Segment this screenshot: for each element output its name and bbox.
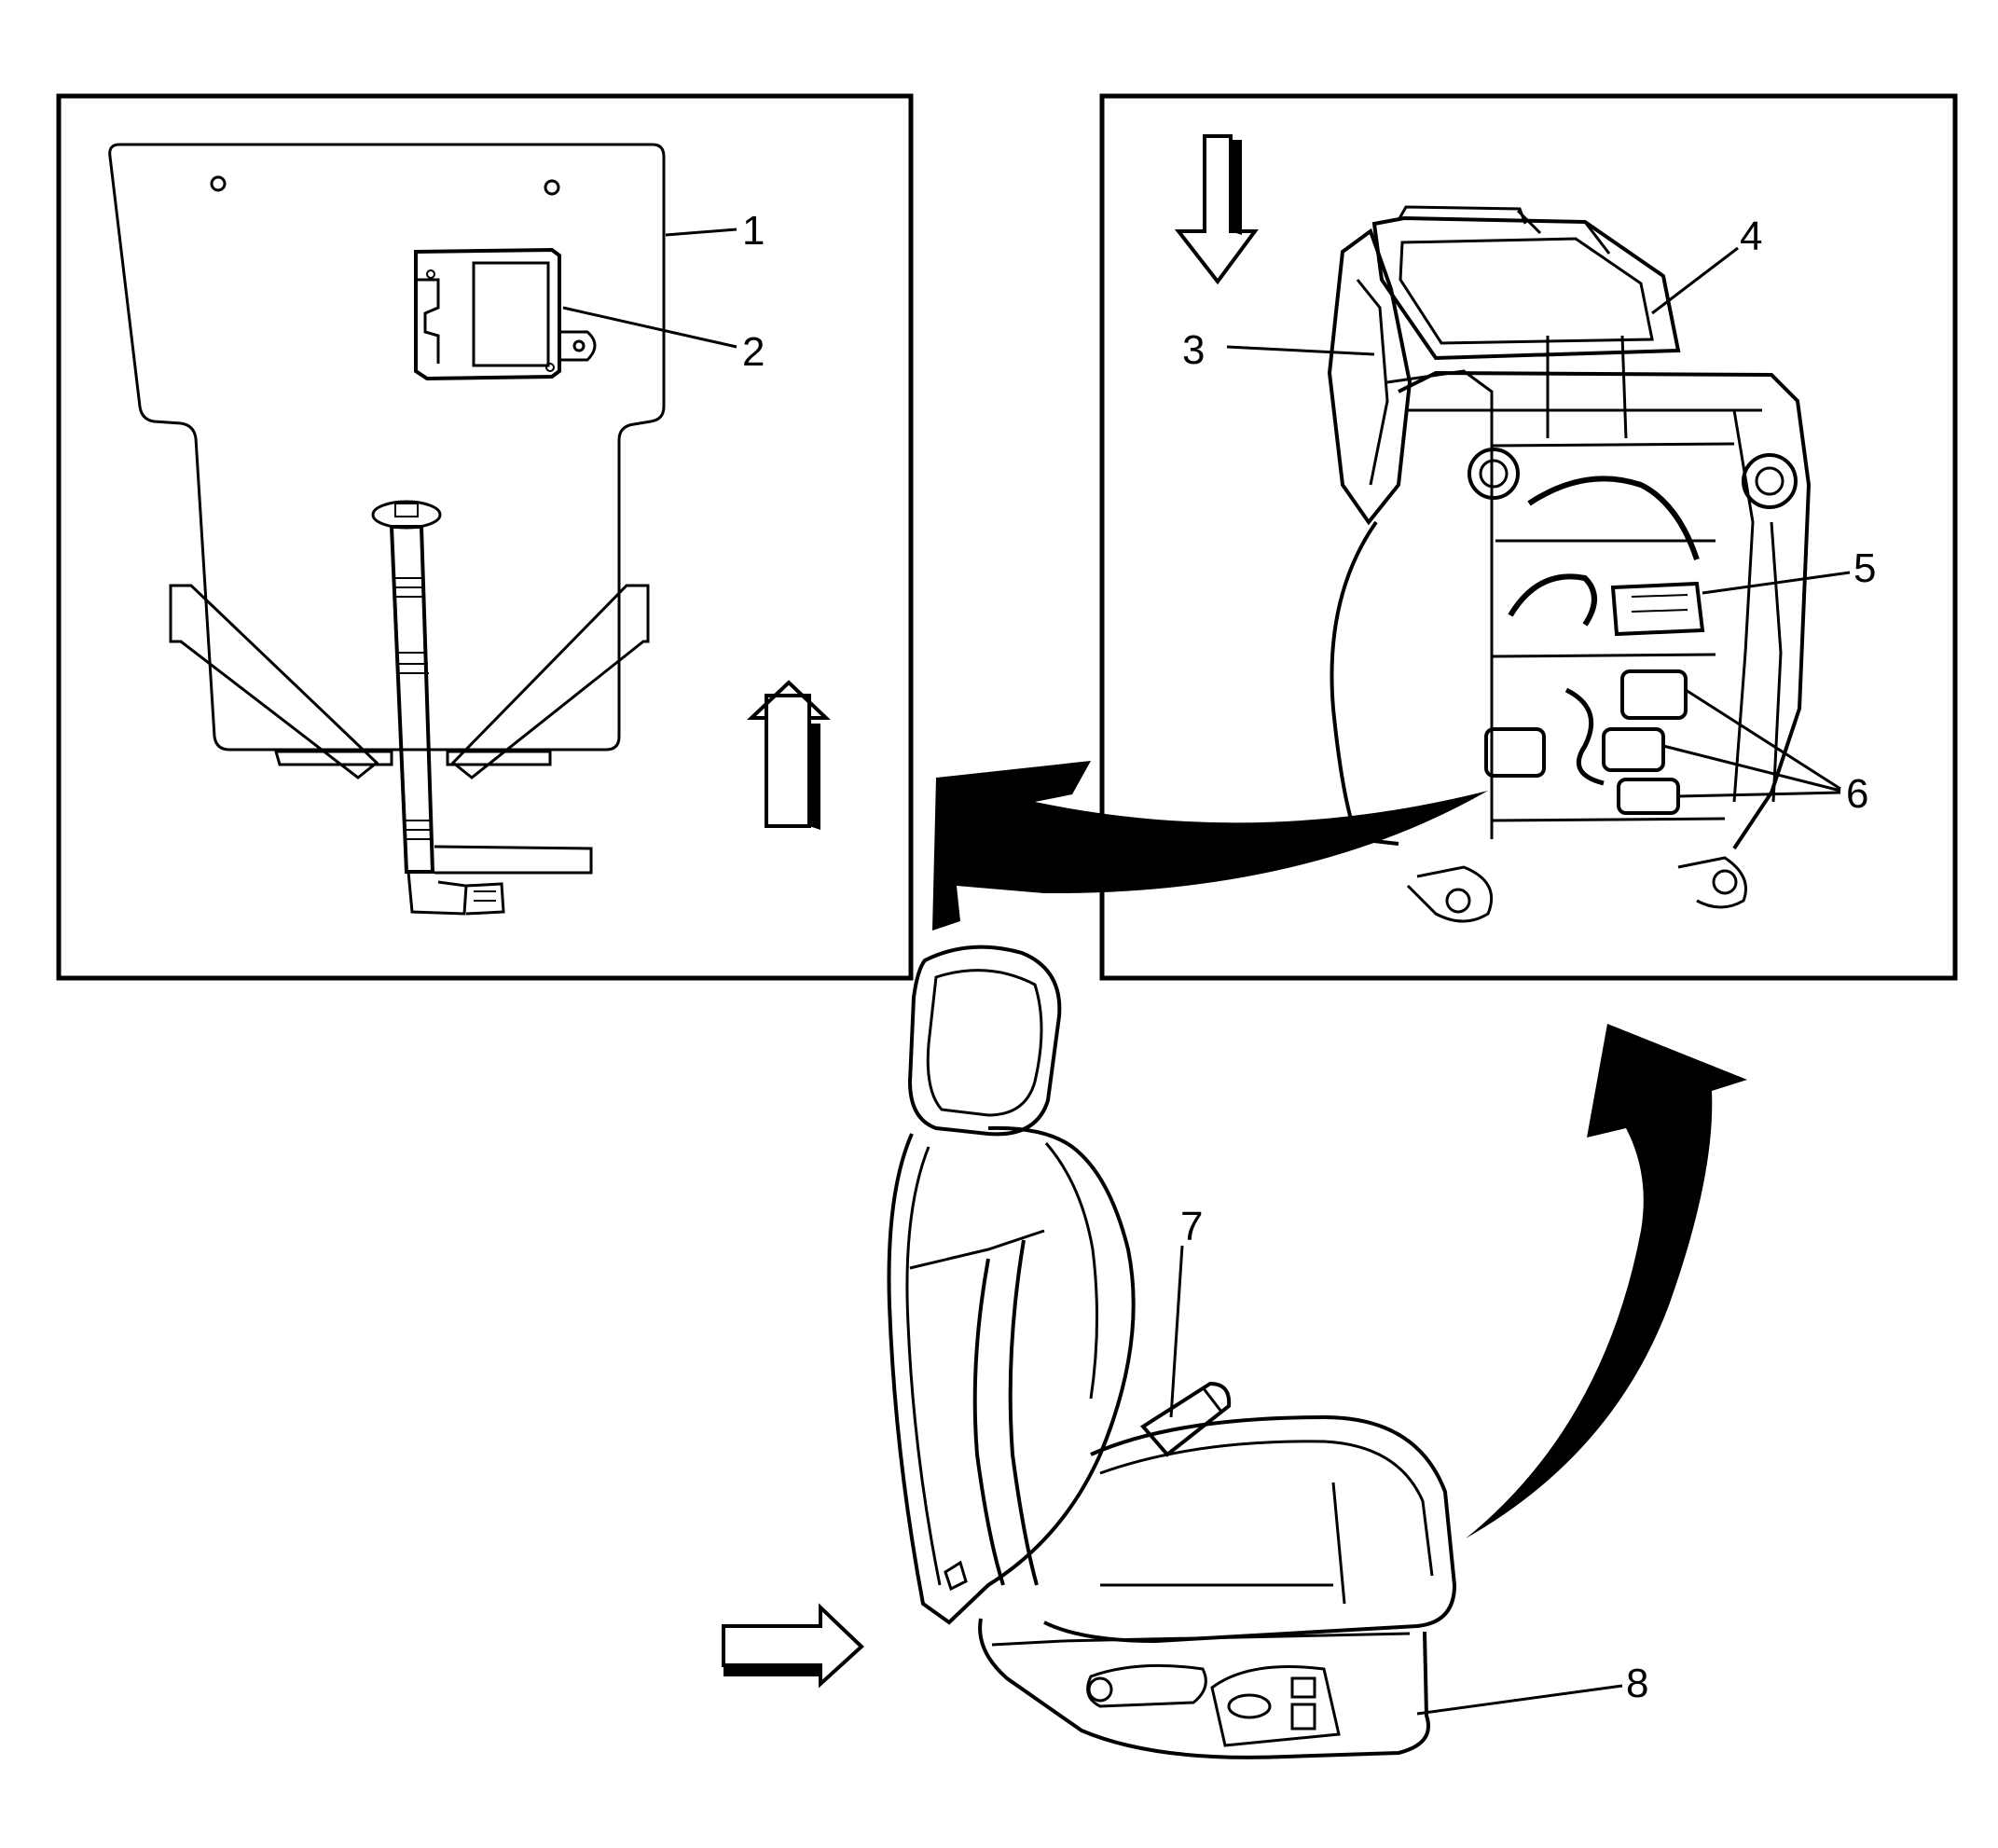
callout-2: 2: [742, 329, 765, 375]
curved-arrow-to-left-inset: [932, 761, 1488, 931]
motors: [1484, 669, 1688, 815]
callout-8: 8: [1626, 1661, 1648, 1706]
module: [414, 247, 597, 381]
panel-hole-left: [210, 175, 227, 192]
callout-6: 6: [1846, 771, 1868, 817]
seat-frame: [1327, 205, 1812, 923]
callout-1: 1: [742, 208, 765, 254]
up-arrow-head: [746, 680, 832, 720]
panel-hole-right: [544, 179, 560, 196]
left-inset-frame: [56, 93, 914, 981]
up-arrow: [765, 694, 811, 828]
callout-3: 3: [1182, 327, 1205, 373]
callout-7: 7: [1180, 1204, 1203, 1249]
recline-lever: [1139, 1381, 1232, 1457]
curved-arrow-to-right-inset: [1466, 1024, 1747, 1538]
left-inset-panel: [56, 93, 914, 981]
seat-base-trim: [978, 1618, 1430, 1759]
seat-back-panel: [108, 143, 666, 752]
callouts: 1 2 3 4 5 6 7 8: [562, 208, 1876, 1716]
sensor-rod: [371, 500, 593, 916]
callout-5: 5: [1853, 545, 1876, 591]
main-seat: [887, 945, 1457, 1759]
callout-4: 4: [1740, 214, 1762, 259]
straps: [169, 584, 650, 779]
